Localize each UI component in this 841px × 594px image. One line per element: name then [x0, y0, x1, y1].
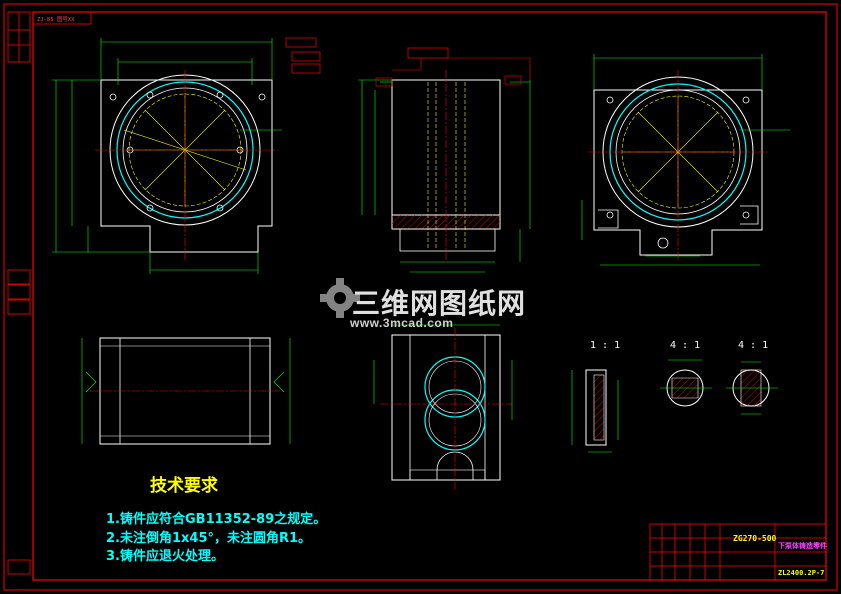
side-elevation-view: [81, 337, 291, 445]
bottom-section-view: [373, 324, 513, 490]
detail-view-1: [571, 369, 619, 453]
outer-border: [3, 3, 838, 591]
title-block-drawing-no: ZL2400.2P-7: [778, 569, 825, 577]
title-block-material: ZG270-500: [733, 534, 777, 543]
technical-requirement-3: 3.铸件应退火处理。: [106, 549, 224, 564]
technical-requirement-2: 2.未注倒角1x45°，未注圆角R1。: [106, 531, 312, 546]
inner-frame: [32, 11, 827, 581]
tolerance-frames: [285, 37, 449, 74]
title-block: [649, 523, 827, 581]
detail-label-1: 1 : 1: [590, 340, 620, 351]
detail-label-3: 4 : 1: [738, 340, 768, 351]
watermark-logo: [320, 278, 360, 318]
left-binding-strip: [7, 11, 31, 575]
plan-view-left: [52, 38, 282, 274]
watermark-brand: 三维网图纸网: [352, 287, 527, 320]
watermark-url: www.3mcad.com: [350, 316, 454, 330]
top-left-tag-box: [32, 11, 92, 25]
detail-label-2: 4 : 1: [670, 340, 700, 351]
plan-view-right: [581, 54, 790, 266]
technical-requirement-1: 1.铸件应符合GB11352-89之规定。: [106, 512, 327, 527]
front-section-view: [358, 57, 531, 273]
top-left-tag: ZJ-85 图号XX: [37, 15, 75, 23]
title-block-part-name: 下泵体铸造零件: [778, 542, 827, 550]
detail-view-3: [726, 361, 778, 415]
detail-view-2: [660, 359, 712, 407]
technical-requirements-title: 技术要求: [150, 476, 218, 496]
